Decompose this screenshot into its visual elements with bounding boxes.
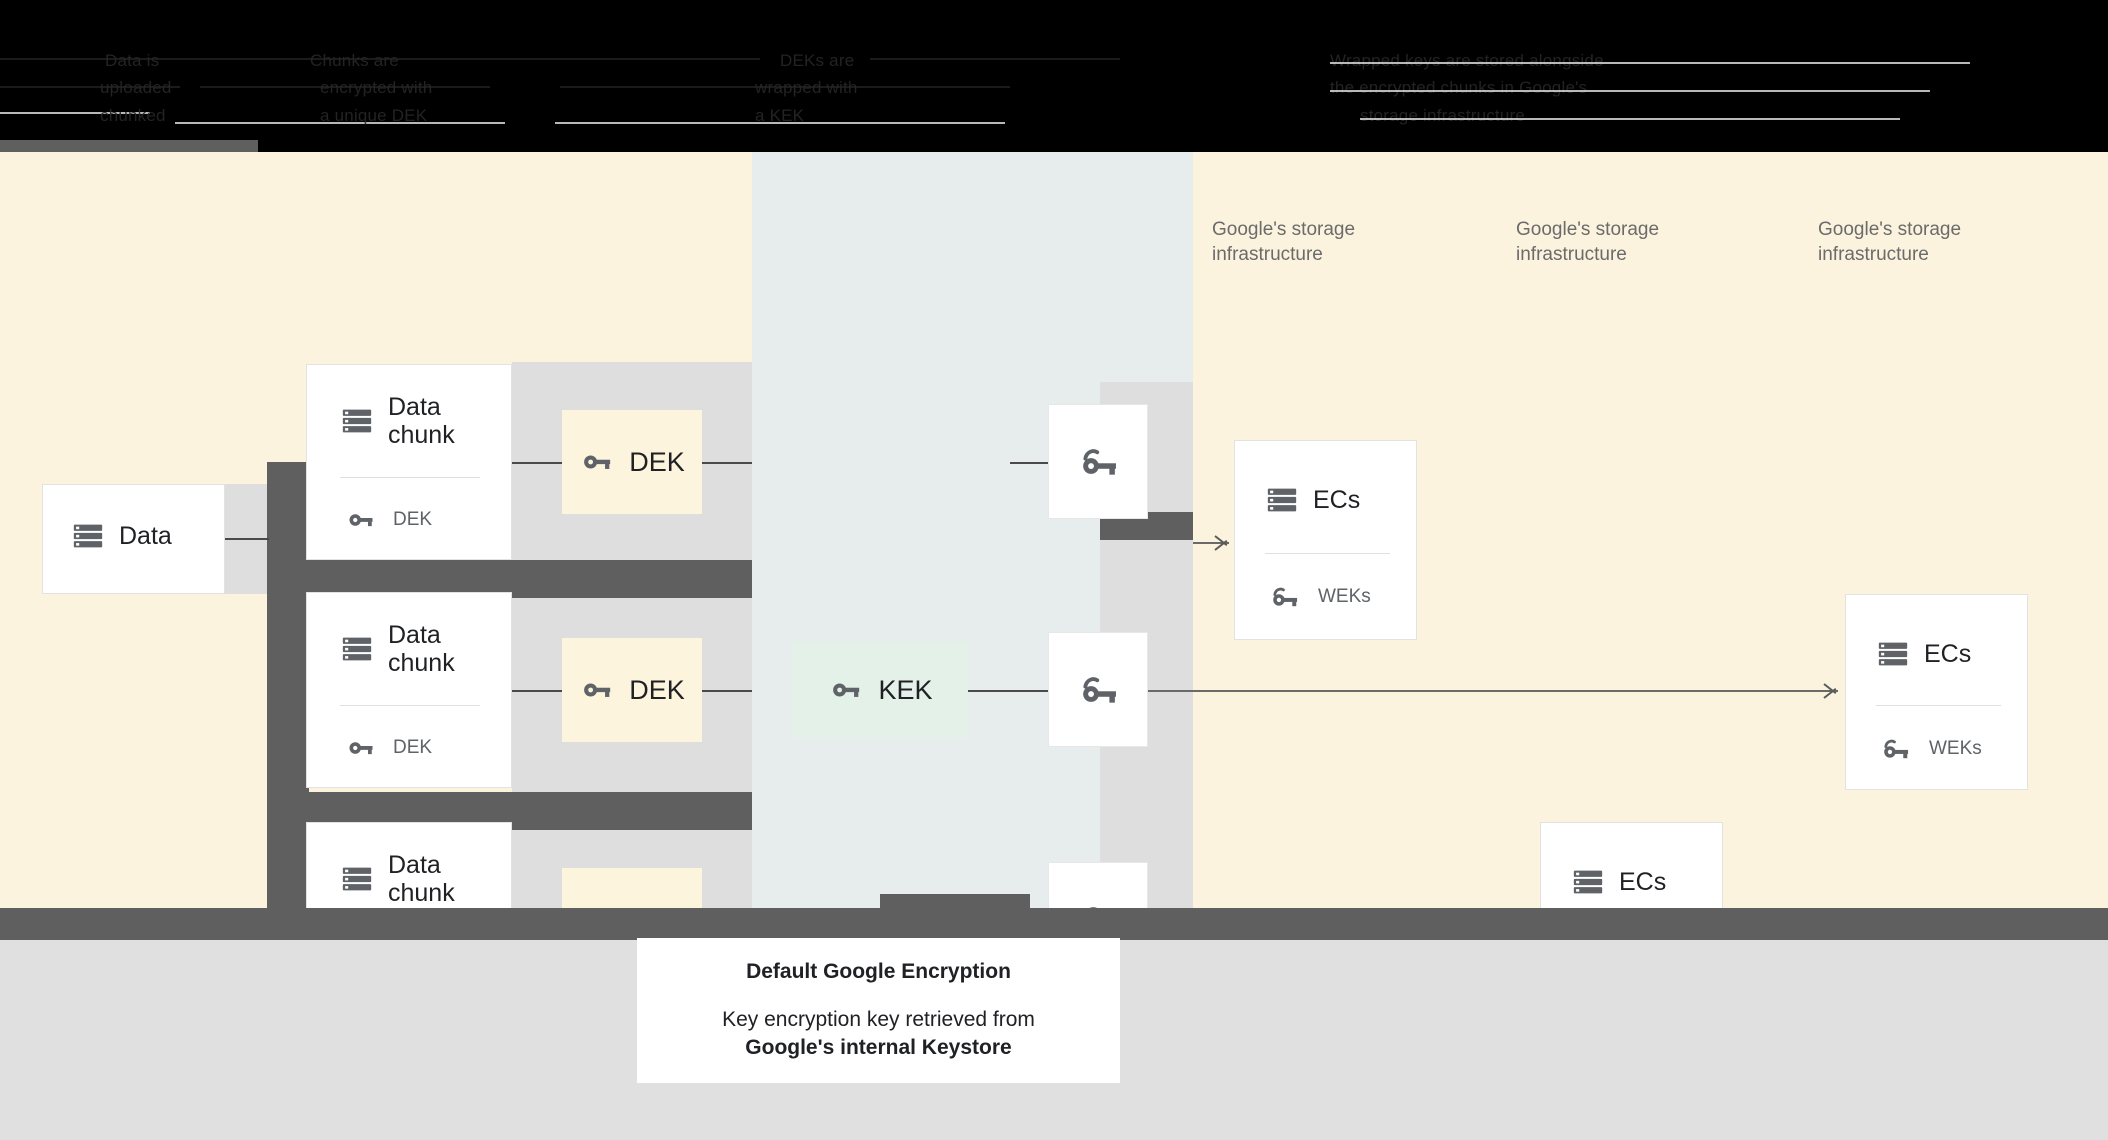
chunk-distributor-bar — [267, 462, 309, 922]
card-ec-2-divider — [1876, 705, 2001, 706]
card-data-chunk-1-keyrow: DEK — [345, 505, 432, 535]
card-data-chunk-1-label: Data chunk — [388, 393, 455, 449]
line-dek1-to-mid — [702, 462, 752, 464]
card-data-source[interactable]: Data — [42, 484, 225, 594]
card-ec-1-divider — [1265, 553, 1390, 554]
wrapped-key-icon — [1076, 668, 1120, 712]
header-line-7: wrapped with — [755, 78, 858, 97]
whitekey-2[interactable] — [1048, 632, 1148, 747]
keybox-dek-1-label: DEK — [629, 446, 685, 477]
card-data-chunk-2[interactable]: Data chunk DEK — [306, 592, 512, 788]
chunk-separator-1 — [267, 560, 752, 598]
infra-label-2: Google's storage infrastructure — [1516, 219, 1660, 265]
card-data-chunk-2-keyrow: DEK — [345, 733, 432, 763]
card-ec-2-keyrow: WEKs — [1879, 733, 1982, 765]
server-icon — [1876, 637, 1910, 671]
arrow-line-ec1 — [1193, 542, 1229, 544]
line-dek2-to-mid — [702, 690, 752, 692]
card-data-chunk-2-titlerow: Data chunk — [340, 621, 470, 677]
card-ec-3-label: ECs — [1619, 868, 1667, 896]
whitekey-1[interactable] — [1048, 404, 1148, 519]
header-line-1: uploaded — [100, 78, 172, 97]
card-ec-1-key-label: WEKs — [1318, 586, 1371, 607]
header-line-4: encrypted with — [320, 78, 433, 97]
keystore-bottom-stub — [880, 894, 1030, 908]
server-icon — [1571, 865, 1605, 899]
card-ec-1-titlerow: ECs — [1265, 483, 1360, 517]
key-icon — [828, 673, 862, 707]
obscured-header-strip: Data is uploaded chunked Chunks are encr… — [0, 0, 2108, 152]
card-data-chunk-1-titlerow: Data chunk — [340, 393, 470, 449]
card-ec-1-keyrow: WEKs — [1268, 581, 1371, 613]
server-icon — [1265, 483, 1299, 517]
arrow-line-ec2 — [1148, 690, 1838, 692]
card-ec-2-key-label: WEKs — [1929, 738, 1982, 759]
caption-body-line1: Key encryption key retrieved from — [722, 1007, 1035, 1031]
header-line-8: a KEK — [755, 106, 805, 125]
infra-label-1: Google's storage infrastructure — [1212, 219, 1356, 265]
card-ec-1[interactable]: ECs WEKs — [1234, 440, 1417, 640]
infra-label-3: Google's storage infrastructure — [1818, 219, 1962, 265]
card-data-source-titlerow: Data — [71, 519, 172, 553]
wrapped-key-icon — [1879, 733, 1911, 765]
line-kek-to-wk2 — [968, 690, 1048, 692]
header-line-11: storage infrastructure — [1360, 106, 1526, 125]
keybox-kek[interactable]: KEK — [793, 642, 968, 738]
header-underbar-notch — [0, 140, 258, 154]
caption-title: Default Google Encryption — [746, 959, 1011, 983]
key-icon — [579, 445, 613, 479]
header-line-9: Wrapped keys are stored alongside — [1330, 51, 1604, 70]
header-line-10: the encrypted chunks in Google's — [1330, 78, 1588, 97]
card-ec-1-label: ECs — [1313, 486, 1361, 514]
card-data-source-label: Data — [119, 522, 172, 550]
keybox-dek-2[interactable]: DEK — [562, 638, 702, 742]
caption-body-line2: Google's internal Keystore — [745, 1035, 1012, 1059]
header-line-0: Data is — [105, 51, 160, 70]
card-data-chunk-3-titlerow: Data chunk — [340, 851, 470, 907]
header-line-5: a unique DEK — [320, 106, 428, 125]
line-data-to-distributor — [225, 538, 269, 540]
caption-body: Key encryption key retrieved from Google… — [722, 1006, 1035, 1062]
diagram-canvas: Data Data chunk — [0, 152, 2108, 1022]
card-data-chunk-3-label: Data chunk — [388, 851, 455, 907]
bottom-divider-bar — [0, 908, 2108, 940]
caption-panel: Default Google Encryption Key encryption… — [637, 938, 1120, 1083]
card-data-chunk-2-divider — [340, 705, 480, 706]
card-ec-2-label: ECs — [1924, 640, 1972, 668]
line-chunk2-to-dek2 — [512, 690, 562, 692]
server-icon — [340, 632, 374, 666]
card-data-chunk-1-divider — [340, 477, 480, 478]
server-icon — [71, 519, 105, 553]
card-ec-2-titlerow: ECs — [1876, 637, 1971, 671]
line-chunk1-to-dek1 — [512, 462, 562, 464]
server-icon — [340, 862, 374, 896]
arrow-head-ec2 — [1824, 682, 1838, 700]
line-mid-to-wk1 — [1010, 462, 1048, 464]
card-data-chunk-1[interactable]: Data chunk DEK — [306, 364, 512, 560]
card-data-chunk-2-key-label: DEK — [393, 737, 433, 758]
keybox-dek-1[interactable]: DEK — [562, 410, 702, 514]
keybox-kek-label: KEK — [878, 674, 933, 705]
server-icon — [340, 404, 374, 438]
header-line-3: Chunks are — [310, 51, 399, 70]
wrapped-key-icon — [1076, 440, 1120, 484]
arrow-head-ec1 — [1215, 534, 1229, 552]
key-icon — [345, 733, 375, 763]
wrapped-key-icon — [1268, 581, 1300, 613]
card-ec-2[interactable]: ECs WEKs — [1845, 594, 2028, 790]
keybox-dek-2-label: DEK — [629, 674, 685, 705]
header-line-6: DEKs are — [780, 51, 855, 70]
key-icon — [579, 673, 613, 707]
key-icon — [345, 505, 375, 535]
card-data-chunk-1-key-label: DEK — [393, 509, 433, 530]
header-line-2: chunked — [100, 106, 166, 125]
card-data-chunk-2-label: Data chunk — [388, 621, 455, 677]
card-ec-3-titlerow: ECs — [1571, 865, 1666, 899]
